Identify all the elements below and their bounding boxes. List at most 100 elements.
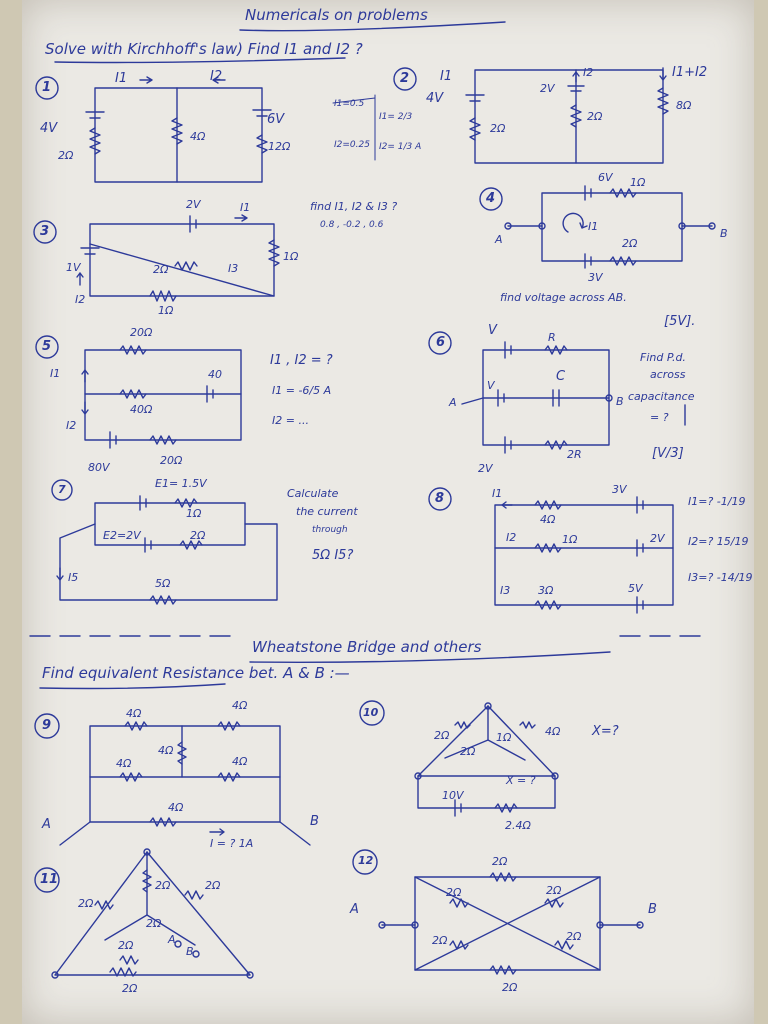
p8-resistor-3: 3Ω [538,584,554,597]
p10-resistor-24: 2.4Ω [505,819,531,832]
problem-number-10: 10 [363,706,379,719]
p7-question-1: Calculate [287,487,339,500]
p5-current-i2: I2 [66,419,77,432]
problem-number-7: 7 [58,483,66,496]
p10-unknown-x-inner: X = ? [506,774,536,787]
p10-resistor-2a: 2Ω [434,729,450,742]
p1-current-i1: I1 [115,71,128,86]
p10-unknown-x: X=? [592,724,619,739]
p8-resistor-1: 1Ω [562,533,578,546]
p3-current-i1: I1 [240,201,251,214]
p6-voltage-v1: V [488,323,497,338]
page-title: Numericals on problems [245,6,428,24]
circuit-6 [461,341,686,454]
p6-question-1: Find P.d. [640,351,686,364]
p8-answer-2: I2=? 15/19 [688,535,749,548]
p1-resistor-12: 12Ω [268,140,291,153]
p7-question-3: through [312,525,348,535]
problem-number-12: 12 [358,854,374,867]
p12-terminal-b: B [648,902,657,917]
p11-resistor-a: 2Ω [78,897,94,910]
p3-resistor-2: 2Ω [153,263,169,276]
p4-terminal-b: B [720,227,728,240]
p7-question-2: the current [296,505,358,518]
instruction-kirchhoff: Solve with Kirchhoff's law) Find I1 and … [45,40,363,58]
p12-resistor-lower-right: 2Ω [566,930,582,943]
p10-voltage-10v: 10V [442,789,464,802]
p4-resistor-1: 1Ω [630,176,646,189]
p8-answer-1: I1=? -1/19 [688,495,746,508]
problem-number-9: 9 [42,718,52,733]
circuit-9 [59,721,311,846]
p9-terminal-b: B [310,814,319,829]
p6-capacitor-c: C [556,369,566,384]
p5-answer-1: I1 = -6/5 A [272,384,332,397]
p8-voltage-3v: 3V [612,483,627,496]
p5-voltage-80v: 80V [88,461,110,474]
p1-voltage-4v: 4V [40,121,58,136]
p5-resistor-20a: 20Ω [130,326,153,339]
p5-resistor-40: 40Ω [130,403,153,416]
p2-current-sum: I1+I2 [672,65,708,80]
p1-answer-a: I1=0.5 [334,99,365,109]
circuit-10 [414,702,559,817]
p6-question-4: = ? [650,411,669,424]
p10-resistor-4: 4Ω [545,725,561,738]
problem-number-4: 4 [486,191,496,206]
p1-resistor-4: 4Ω [190,130,206,143]
p8-current-i3: I3 [500,584,511,597]
p3-current-i2: I2 [75,293,86,306]
p4-resistor-2: 2Ω [622,237,638,250]
problem-number-5: 5 [42,339,52,354]
p4-answer: [5V]. [664,314,696,329]
section-divider [29,635,701,690]
p9-terminal-a: A [42,817,51,832]
p6-question-3: capacitance [628,390,695,403]
circuit-4 [504,185,716,269]
p5-question: I1 , I2 = ? [270,353,333,368]
p5-resistor-20b: 20Ω [160,454,183,467]
problem-number-3: 3 [40,224,50,239]
problem-number-6: 6 [436,335,446,350]
problem-number-2: 2 [400,71,410,86]
p6-terminal-b: B [616,395,624,408]
p7-current-i5: I5 [68,571,79,584]
circuit-1 [85,76,376,183]
p12-resistor-upper-left: 2Ω [446,886,462,899]
section-title-wheatstone: Wheatstone Bridge and others [252,638,482,656]
circuit-8 [494,496,674,614]
p2-voltage-2v: 2V [540,82,555,95]
p9-resistor-f: 4Ω [168,801,184,814]
p9-resistor-d: 4Ω [116,757,132,770]
p12-terminal-a: A [350,902,359,917]
p3-current-i3: I3 [228,262,239,275]
p4-voltage-6v: 6V [598,171,613,184]
p3-resistor-1b: 1Ω [158,304,174,317]
problem-number-1: 1 [42,80,52,95]
p9-resistor-e: 4Ω [232,755,248,768]
p8-answer-3: I3=? -14/19 [688,571,753,584]
p7-resistor-2: 2Ω [190,529,206,542]
p9-resistor-b: 4Ω [232,699,248,712]
p8-voltage-5v: 5V [628,582,643,595]
problem-number-8: 8 [435,491,445,506]
p4-current-i1: I1 [588,220,599,233]
p6-resistor-r: R [548,331,556,344]
p9-resistor-c: 4Ω [158,744,174,757]
p11-resistor-c: 2Ω [205,879,221,892]
p4-question: find voltage across AB. [500,291,627,304]
p8-resistor-4: 4Ω [540,513,556,526]
p3-voltage-2v: 2V [186,198,201,211]
p2-resistor-2b: 2Ω [587,110,603,123]
p3-answer: 0.8 , -0.2 , 0.6 [320,220,384,230]
p6-voltage-v2: V [487,379,495,392]
p12-resistor-upper-right: 2Ω [546,884,562,897]
p6-resistor-2r: 2R [567,448,582,461]
p9-current-label: I = ? 1A [210,837,254,850]
p10-resistor-2b: 2Ω [460,745,476,758]
p7-emf-e2: E2=2V [103,529,141,542]
p3-resistor-1a: 1Ω [283,250,299,263]
p5-answer-2: I2 = ... [272,414,309,427]
p12-resistor-top: 2Ω [492,855,508,868]
p7-resistor-5: 5Ω [155,577,171,590]
